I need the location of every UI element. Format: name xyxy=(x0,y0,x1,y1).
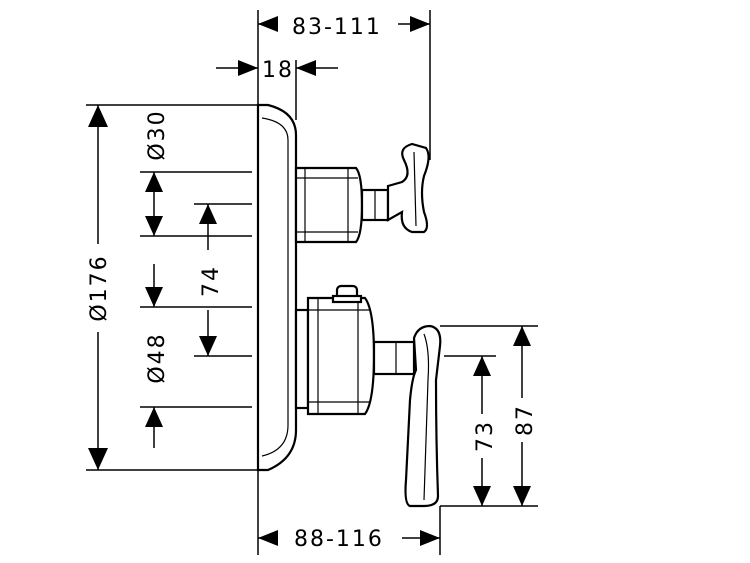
dim-diameter-48: Ø48 xyxy=(145,332,170,383)
dim-top-depth: 83-111 xyxy=(292,15,382,40)
dimension-geometry xyxy=(86,10,538,555)
cross-handle xyxy=(386,142,430,234)
dim-overall-diameter: Ø176 xyxy=(87,254,112,321)
dim-diameter-30: Ø30 xyxy=(145,109,170,160)
dim-center-distance: 74 xyxy=(199,265,224,297)
lower-valve-body xyxy=(294,284,416,416)
dim-bottom-depth: 88-116 xyxy=(294,527,384,552)
dim-top-offset: 18 xyxy=(262,58,294,83)
wall-plate xyxy=(256,103,298,472)
lever-handle xyxy=(404,324,442,508)
dim-handle-87: 87 xyxy=(513,404,538,436)
dim-handle-73: 73 xyxy=(473,420,498,452)
upper-valve-body xyxy=(294,166,390,244)
